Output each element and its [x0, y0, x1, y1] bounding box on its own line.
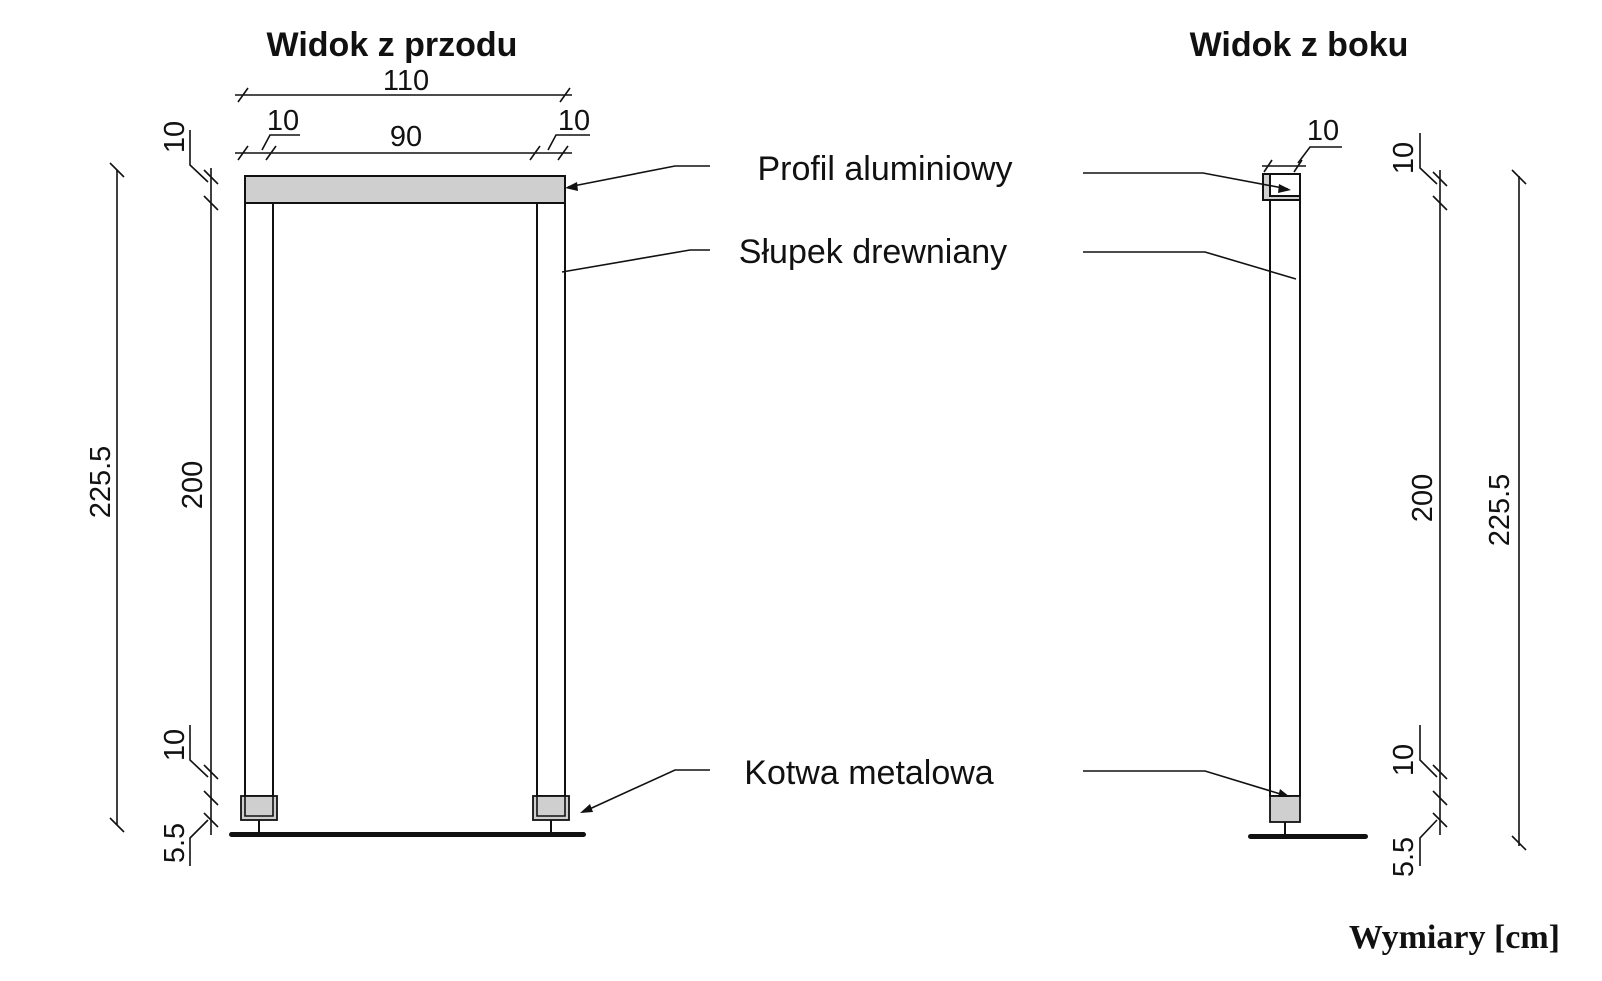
- dim-total-height: 225.5: [85, 446, 117, 519]
- side-profile-inner: [1269, 173, 1301, 197]
- front-left-anchor: [240, 795, 278, 832]
- side-anchor: [1269, 795, 1301, 823]
- front-view-title: Widok z przodu: [267, 26, 518, 64]
- side-frame: [1248, 173, 1368, 839]
- front-width-dimensions: 110 10 90 10: [235, 65, 590, 161]
- dim-base-height-side: 5.5: [1388, 837, 1420, 877]
- dim-anchor-height-front: 10: [159, 729, 191, 761]
- callout-anchor: Kotwa metalowa: [580, 754, 1290, 813]
- front-ground-line: [229, 832, 586, 837]
- front-height-dimensions: 225.5 10 200 10 5.5: [85, 121, 219, 866]
- front-right-anchor: [532, 795, 570, 832]
- callout-profile: Profil aluminiowy: [565, 150, 1291, 193]
- side-view-title: Widok z boku: [1190, 26, 1409, 64]
- dim-post-height-front: 200: [177, 461, 209, 509]
- callout-post-label: Słupek drewniany: [739, 233, 1007, 271]
- callout-anchor-label: Kotwa metalowa: [744, 754, 994, 792]
- dim-total-height-side: 225.5: [1484, 474, 1516, 547]
- front-right-post: [536, 202, 566, 797]
- dim-total-width: 110: [383, 65, 429, 97]
- units-note: Wymiary [cm]: [1349, 919, 1560, 956]
- callout-post: Słupek drewniany: [561, 233, 1297, 280]
- dim-left-post: 10: [267, 105, 299, 137]
- dim-anchor-height-side: 10: [1388, 744, 1420, 776]
- callout-profile-label: Profil aluminiowy: [757, 150, 1012, 188]
- side-depth-dimension: 10: [1262, 115, 1342, 173]
- dim-top-profile-front: 10: [159, 121, 191, 153]
- side-height-dimensions: 10 200 10 5.5 225.5: [1388, 133, 1527, 877]
- dim-post-depth: 10: [1307, 115, 1339, 147]
- dim-inner-width: 90: [390, 121, 422, 153]
- side-post: [1269, 199, 1301, 797]
- dim-base-height-front: 5.5: [159, 823, 191, 863]
- dim-right-post: 10: [558, 105, 590, 137]
- dim-post-height-side: 200: [1407, 474, 1439, 522]
- front-aluminium-profile: [244, 175, 566, 204]
- dim-top-profile-side: 10: [1388, 142, 1420, 174]
- front-frame: [229, 175, 586, 837]
- side-ground-line: [1248, 834, 1368, 839]
- front-left-post: [244, 202, 274, 797]
